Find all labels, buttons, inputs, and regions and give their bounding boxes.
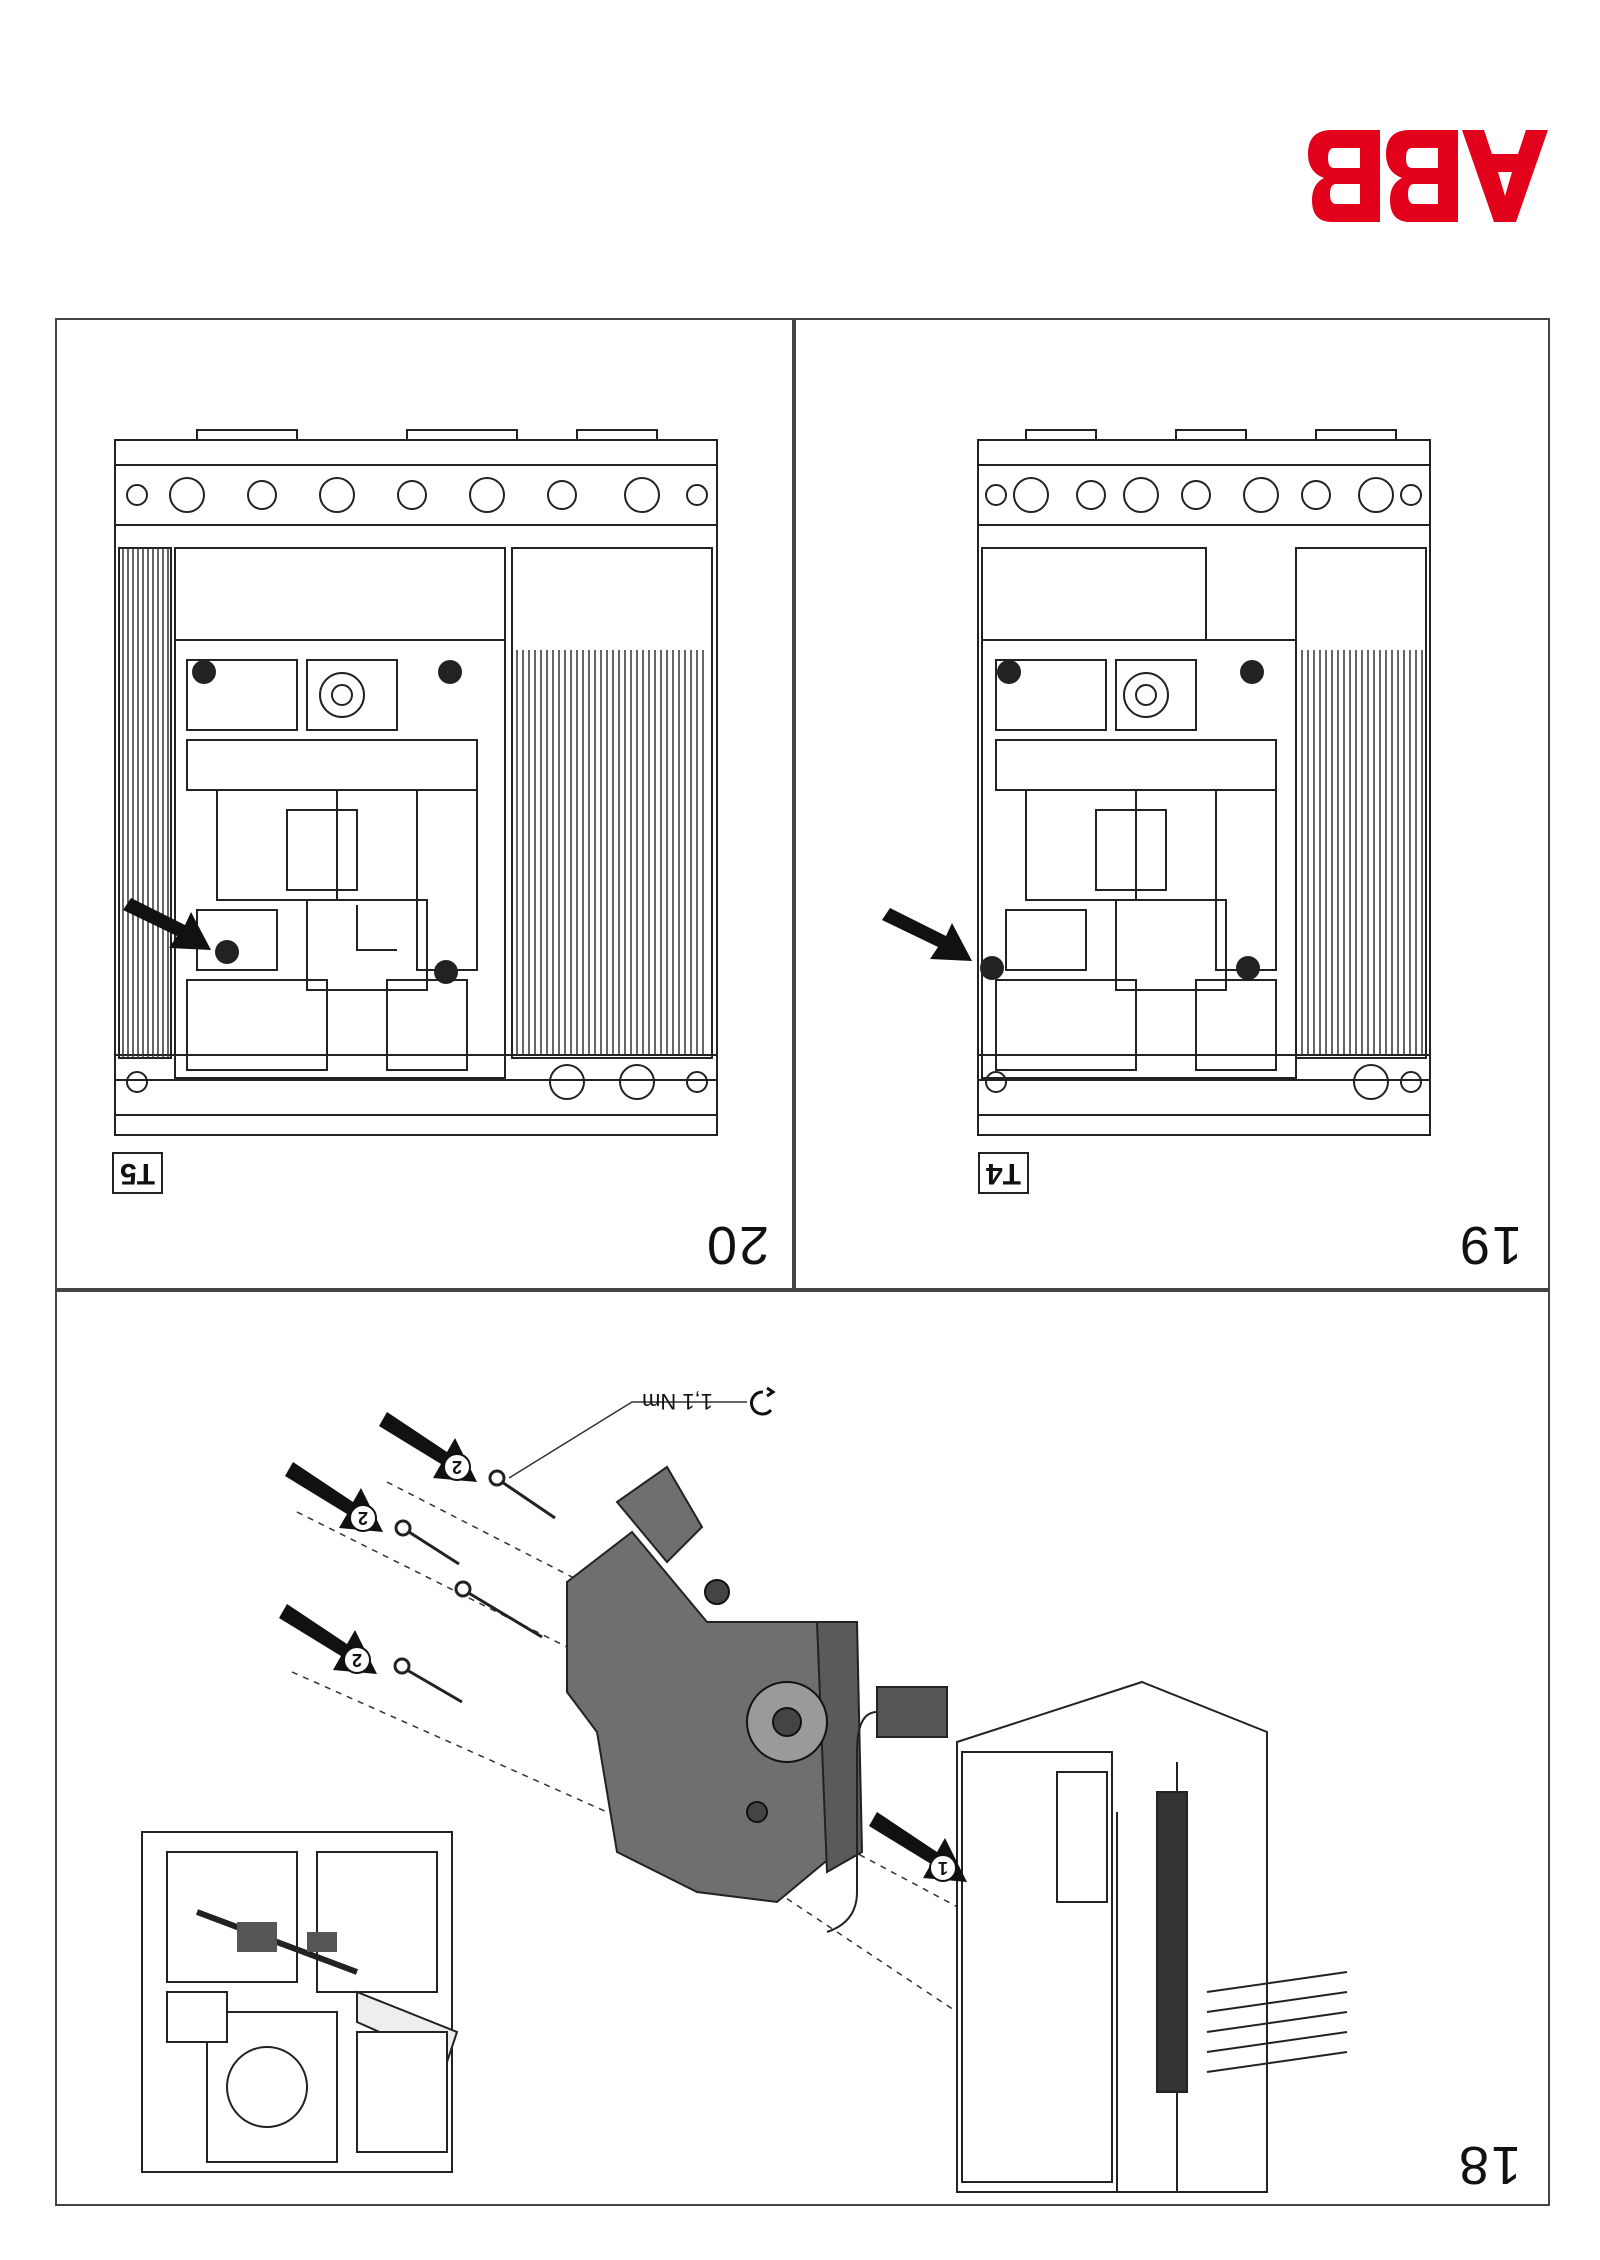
breaker-t4-drawing — [882, 429, 1431, 1136]
arrow-icon — [882, 908, 972, 961]
model-tag-t4: T4 — [978, 1152, 1030, 1194]
panel-step-19: T4 19 — [794, 318, 1550, 1290]
step-number-18: 18 — [1457, 2135, 1522, 2195]
torque-icon — [750, 1386, 776, 1416]
callout-2b: 2 — [357, 1508, 368, 1528]
assembly-drawing — [141, 1386, 1348, 2193]
abb-logo — [1308, 130, 1548, 222]
arrow-icon — [123, 898, 211, 950]
torque-value: 1,1 Nm — [642, 1389, 713, 1414]
step-number-19: 19 — [1458, 1215, 1523, 1275]
panel-step-20: T5 20 — [55, 318, 794, 1290]
callout-2a: 2 — [451, 1457, 462, 1477]
screw-icon — [393, 1469, 556, 1704]
model-tag-t5: T5 — [112, 1152, 164, 1194]
step-number-20: 20 — [705, 1215, 770, 1275]
callout-1: 1 — [937, 1858, 948, 1878]
panel-step-18: 1 2 2 2 1,1 Nm 18 — [55, 1290, 1550, 2206]
callout-2c: 2 — [351, 1650, 362, 1670]
breaker-t5-drawing — [114, 429, 718, 1136]
